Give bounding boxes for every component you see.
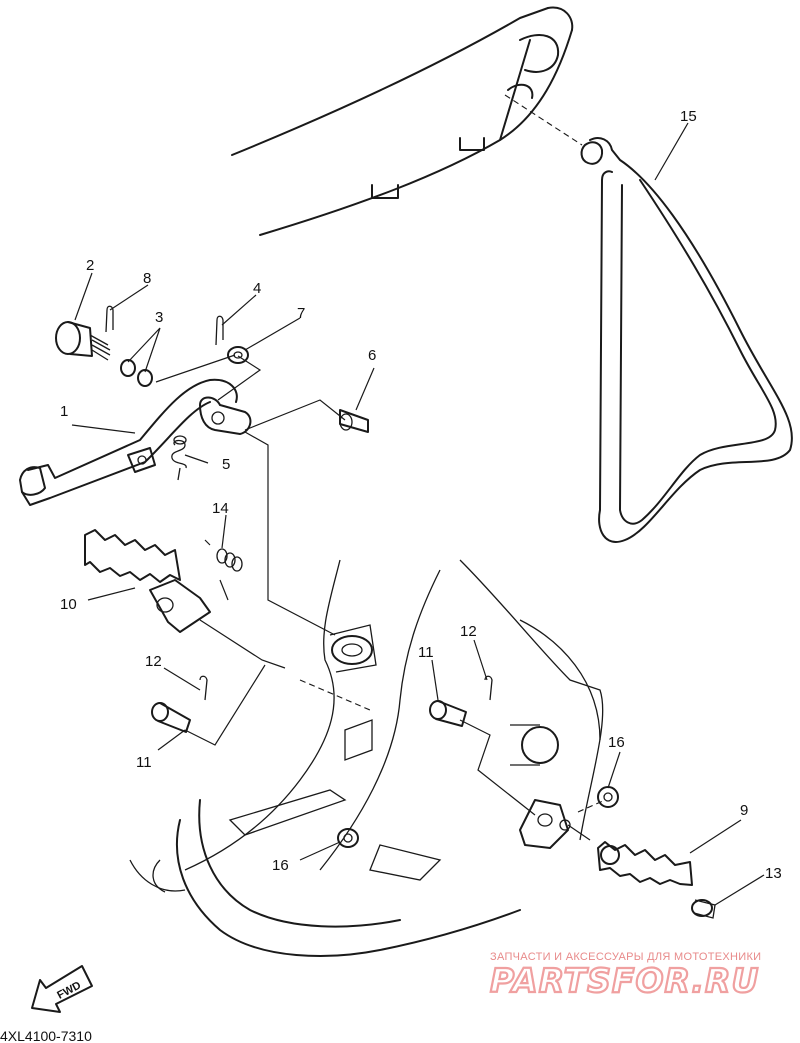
callout-15: 15 [680,108,697,125]
assembly-lines [155,354,606,841]
callout-1: 1 [60,403,68,420]
callout-11-right: 11 [418,644,434,661]
callout-6: 6 [368,347,376,364]
watermark-tagline: ЗАПЧАСТИ И АКСЕССУАРЫ ДЛЯ МОТОТЕХНИКИ [490,951,761,963]
right-footrest [519,799,693,886]
cotter-pins [105,305,224,346]
callout-16-left: 16 [272,857,289,874]
callout-8: 8 [143,270,151,287]
callout-2: 2 [86,257,94,274]
callouts: 1 2 3 4 5 6 7 8 9 10 11 11 12 12 13 14 1… [60,108,782,882]
watermark: ЗАПЧАСТИ И АКСЕССУАРЫ ДЛЯ МОТОТЕХНИКИ PA… [489,951,761,1001]
footrest-spring [216,548,243,572]
callout-16-right: 16 [608,734,625,751]
callout-9: 9 [740,802,748,819]
callout-12-left: 12 [145,653,162,670]
callout-10: 10 [60,596,77,613]
fwd-arrow-icon: FWD [31,965,93,1013]
callout-12-right: 12 [460,623,477,640]
callout-leaders [71,122,765,906]
callout-3: 3 [155,309,163,326]
washers [337,786,619,848]
callout-11-left: 11 [136,754,152,771]
callout-14: 14 [212,500,229,517]
o-rings [120,359,153,387]
clip [691,899,716,919]
brake-pedal [19,378,252,506]
left-footrest [84,529,211,633]
callout-7: 7 [297,305,305,322]
callout-13: 13 [765,865,782,882]
footrest-bolts [151,675,493,733]
callout-5: 5 [222,456,230,473]
frame [129,559,604,957]
watermark-brand: PARTSFOR.RU [490,961,759,1000]
drawing-code: 4XL4100-7310 [0,1028,92,1043]
return-spring [171,435,187,481]
clevis-pin [339,409,369,433]
pivot-bolt [55,321,111,361]
rear-stand [504,94,793,543]
callout-4: 4 [253,280,261,297]
rear-fender [231,6,574,236]
